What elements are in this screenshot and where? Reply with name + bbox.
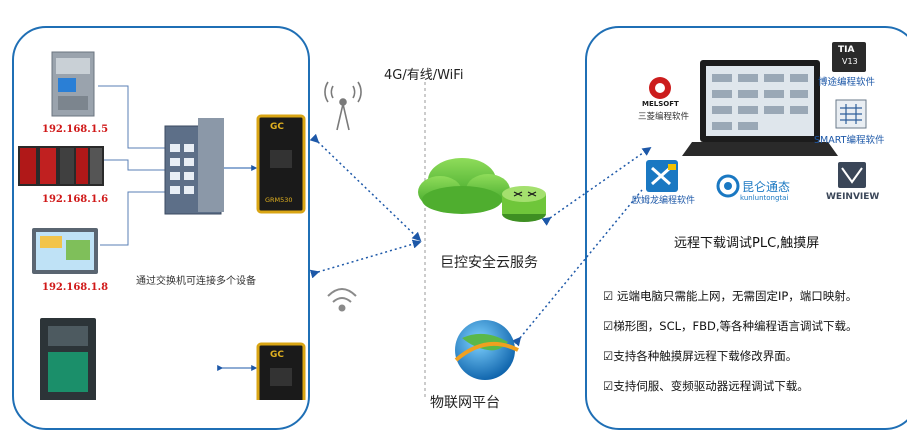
- device-connectors: [98, 85, 165, 246]
- ip-address-1: 192.168.1.5: [42, 124, 109, 135]
- smart-label: SMART编程软件: [814, 135, 885, 146]
- kunlun-en-label: kunluntongtai: [740, 194, 789, 202]
- ip-address-2: 192.168.1.6: [42, 194, 109, 205]
- botu-label: 博途编程软件: [818, 77, 876, 88]
- weinview-label: WEINVIEW: [826, 192, 880, 202]
- hmi-screen: [32, 228, 98, 274]
- feature-item-3: ☑支持各种触摸屏远程下载修改界面。: [603, 349, 798, 363]
- dotted-links: [309, 133, 652, 347]
- plc-device-2: [18, 146, 104, 186]
- omron-label: 欧姆龙编程软件: [632, 196, 696, 206]
- ip-address-3: 192.168.1.8: [42, 282, 109, 293]
- weinview-logo-icon: [838, 162, 866, 188]
- tia-logo-icon: [832, 42, 866, 72]
- bottom-cut-label: 物联网平台: [430, 395, 500, 411]
- cloud-service-label: 巨控安全云服务: [440, 255, 538, 271]
- diagram-canvas: [18, 42, 867, 400]
- gateway-brand-1: GC: [270, 122, 284, 132]
- feature-item-4: ☑支持伺服、变频驱动器远程调试下载。: [603, 379, 809, 393]
- laptop-icon: [682, 60, 838, 156]
- tower-antenna-icon: [324, 81, 362, 131]
- kunlun-logo-icon: [716, 174, 740, 198]
- smart-logo-icon: [835, 99, 867, 129]
- cloud-icon: [418, 158, 510, 214]
- feature-item-2: ☑梯形图，SCL，FBD,等各种编程语言调试下载。: [603, 319, 858, 333]
- tia-text: TIA: [838, 45, 855, 55]
- melsoft-text: MELSOFT: [642, 100, 679, 108]
- melsoft-logo-icon: [649, 77, 671, 99]
- switch-note: 通过交换机可连接多个设备: [136, 276, 256, 287]
- kunlun-label: 昆仑通态: [742, 180, 791, 194]
- router-icon: [502, 186, 546, 222]
- network-label: 4G/有线/WiFi: [384, 68, 464, 83]
- gateway-brand-2: GC: [270, 350, 284, 360]
- plc-device-1: [51, 51, 95, 117]
- right-panel-title: 远程下载调试PLC,触摸屏: [674, 236, 820, 251]
- mitsubishi-label: 三菱编程软件: [638, 112, 690, 122]
- gateway-device-1: [256, 114, 306, 214]
- servo-drive: [40, 318, 96, 400]
- wifi-icon: [327, 288, 357, 312]
- gateway-model-1: GRM530: [265, 196, 293, 204]
- gateway-device-2: [256, 342, 306, 400]
- tia-version: V13: [842, 57, 858, 66]
- ethernet-switch: [164, 118, 224, 215]
- omron-logo-icon: [646, 160, 678, 192]
- globe-icon: [454, 320, 519, 380]
- feature-item-1: ☑ 远端电脑只需能上网，无需固定IP，端口映射。: [603, 289, 858, 303]
